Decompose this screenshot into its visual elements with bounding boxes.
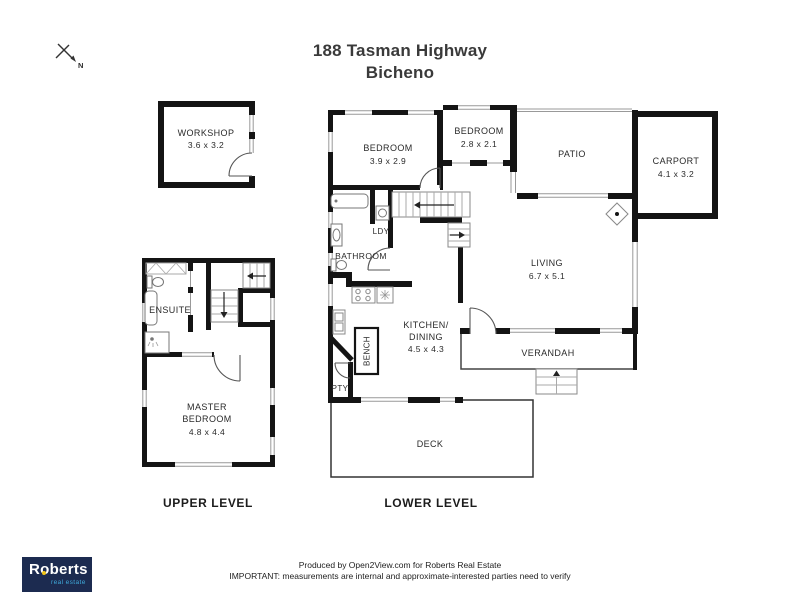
property-address: 188 Tasman Highway [312,41,488,60]
door-arc [334,167,497,379]
lower-level-label: LOWER LEVEL [384,496,477,510]
room-dims-living: 6.7 x 5.1 [529,271,565,281]
upper-window-lines [142,115,275,467]
room-dims-workshop: 3.6 x 3.2 [188,140,224,150]
property-suburb: Bicheno [365,63,435,82]
toilet-bowl-icon [336,260,347,270]
verandah-steps [535,368,578,395]
wardrobe-icon [145,262,187,275]
door-arc [213,152,253,382]
room-label-pantry: PTY [332,384,349,393]
bench-label: BENCH [363,336,372,366]
shower-icon [144,331,170,354]
north-label: N [78,61,84,70]
room-label-deck: DECK [417,439,444,449]
toilet-bowl-icon [152,277,164,287]
toilet-icon [146,275,153,289]
ensuite-fixtures [144,275,170,354]
room-label-laundry: LDY [373,227,390,236]
logo-dot-icon [41,570,46,575]
room-label-kitchen-2: DINING [409,332,443,342]
room-dims-bedroom1: 3.9 x 2.9 [370,156,406,166]
roberts-logo: Roberts real estate [22,557,92,592]
room-label-kitchen-1: KITCHEN/ [403,320,448,330]
angled-wall [328,335,354,362]
room-label-carport: CARPORT [653,156,700,166]
room-label-ensuite: ENSUITE [149,305,191,315]
bath-icon [144,290,158,326]
lower-stairs [391,191,471,248]
room-label-living: LIVING [531,258,563,268]
room-label-bathroom: BATHROOM [335,251,387,261]
north-arrow-icon: N [55,43,84,70]
patio-edge [517,108,632,112]
upper-level-label: UPPER LEVEL [163,496,253,510]
logo-tagline: real estate [51,579,86,586]
hot-water-symbol [605,202,629,226]
room-label-patio: PATIO [558,149,586,159]
room-label-master-1: MASTER [187,402,227,412]
footer-disclaimer: Produced by Open2View.com for Roberts Re… [0,560,800,582]
kitchen-fixtures [332,286,394,335]
room-label-verandah: VERANDAH [521,348,574,358]
room-dims-carport: 4.1 x 3.2 [658,169,694,179]
room-dims-master: 4.8 x 4.4 [189,427,225,437]
room-label-bedroom2: BEDROOM [454,126,503,136]
upper-walls [142,101,275,467]
stove-icon [351,286,376,304]
room-dims-kitchen: 4.5 x 4.3 [408,344,444,354]
upper-stairs [210,262,271,323]
room-label-workshop: WORKSHOP [178,128,235,138]
footer-credit-line: Produced by Open2View.com for Roberts Re… [298,560,502,570]
bathroom-fixtures [330,193,390,272]
upper-level-plan: WORKSHOP 3.6 x 3.2 ENSUITE MASTER BEDROO… [142,101,275,510]
lower-window-lines [328,105,638,402]
kitchen-bench [353,326,380,376]
room-label-bedroom1: BEDROOM [363,143,412,153]
footer-important-line: IMPORTANT: measurements are internal and… [229,571,571,581]
room-label-master-2: BEDROOM [182,414,231,424]
property-title: 188 Tasman Highway Bicheno [0,40,800,84]
room-dims-bedroom2: 2.8 x 2.1 [461,139,497,149]
bath-icon [330,193,369,209]
lower-level-plan: BEDROOM 3.9 x 2.9 BEDROOM 2.8 x 2.1 PATI… [328,105,718,510]
